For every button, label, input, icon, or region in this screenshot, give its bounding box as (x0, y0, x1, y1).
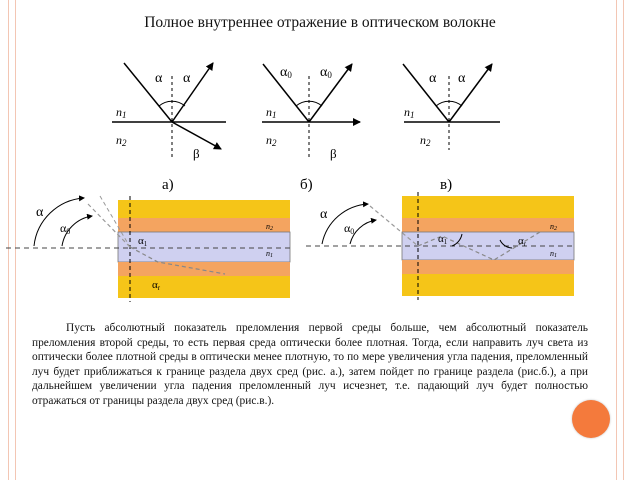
figure-c: α α n1 n2 в) (402, 63, 500, 193)
alpha0-right-label: α0 (320, 65, 332, 80)
angle-arc (158, 100, 186, 107)
outer-cladding-bottom (118, 276, 290, 298)
alpha0-arc (349, 217, 377, 245)
incident-ray-steep (99, 195, 131, 248)
outer-cladding-top (118, 200, 290, 218)
inner-cladding-bottom (118, 262, 290, 276)
caption-c: в) (440, 177, 452, 193)
alpha-left-label: α (155, 71, 163, 86)
slide-title: Полное внутреннее отражение в оптическом… (144, 14, 496, 31)
alpha0-arc (61, 213, 93, 247)
alpha1-label: α1 (438, 233, 448, 246)
caption-a: а) (162, 177, 174, 193)
right-decor-stripe (616, 0, 624, 480)
n1-label: n1 (266, 105, 277, 120)
alpha-right-label: α (183, 71, 191, 86)
alphar-label: αr (518, 235, 527, 248)
body-paragraph-block: Пусть абсолютный показатель преломления … (32, 321, 588, 409)
outer-cladding-bottom (402, 274, 574, 296)
n2-label: n2 (266, 222, 273, 232)
n1-label: n1 (404, 105, 415, 120)
alpha-right-label: α (458, 71, 466, 86)
figure-b: α0 α0 β n1 n2 б) (262, 63, 361, 193)
n1-label: n1 (550, 249, 557, 259)
n1-label: n1 (266, 249, 273, 259)
fiber-right: α α0 α1 αr n2 n1 (306, 192, 575, 300)
incident-ray (402, 63, 450, 123)
core (117, 231, 291, 263)
angle-arc (295, 100, 323, 107)
alpha1-label: α1 (138, 235, 148, 248)
beta-label: β (193, 146, 200, 161)
n2-label: n2 (266, 133, 277, 148)
alpha-arc (321, 201, 369, 245)
diagram-canvas: α α β n1 n2 а) α0 α0 β n1 n2 б) α α n1 n… (6, 62, 575, 302)
incident-ray (262, 63, 310, 123)
n1-label: n1 (116, 105, 127, 120)
alphar-label: αr (152, 279, 161, 292)
alpha1-arc (451, 233, 463, 247)
guided-ray (129, 246, 226, 275)
figure-a: α α β n1 n2 а) (112, 62, 226, 193)
n2-label: n2 (550, 222, 557, 232)
alpha-arc (33, 195, 85, 247)
n2-label: n2 (116, 133, 127, 148)
alpha-label: α (36, 205, 44, 220)
left-decor-stripe (8, 0, 16, 480)
reflected-ray (171, 62, 214, 123)
incident-ray (87, 203, 131, 248)
fiber-left: α α0 α1 αr n2 n1 (6, 195, 291, 302)
alpha0-left-label: α0 (280, 65, 292, 80)
reflected-ray (308, 63, 353, 123)
inner-cladding-top (118, 218, 290, 232)
incident-ray (123, 62, 173, 123)
inner-cladding-bottom (402, 260, 574, 274)
inner-cladding-top (402, 218, 574, 232)
alpha0-label: α0 (344, 221, 354, 236)
caption-b: б) (300, 177, 313, 193)
angle-arc (435, 100, 463, 107)
refracted-ray (171, 121, 222, 150)
orange-decor-circle (572, 400, 610, 438)
alphar-arc (499, 239, 513, 249)
alpha-label: α (320, 207, 328, 222)
incident-ray (369, 205, 419, 247)
body-paragraph: Пусть абсолютный показатель преломления … (32, 322, 588, 407)
n2-label: n2 (420, 133, 431, 148)
alpha0-label: α0 (60, 221, 70, 236)
outer-cladding-top (402, 196, 574, 218)
reflected-ray (448, 63, 493, 123)
alpha-left-label: α (429, 71, 437, 86)
beta-label: β (330, 146, 337, 161)
